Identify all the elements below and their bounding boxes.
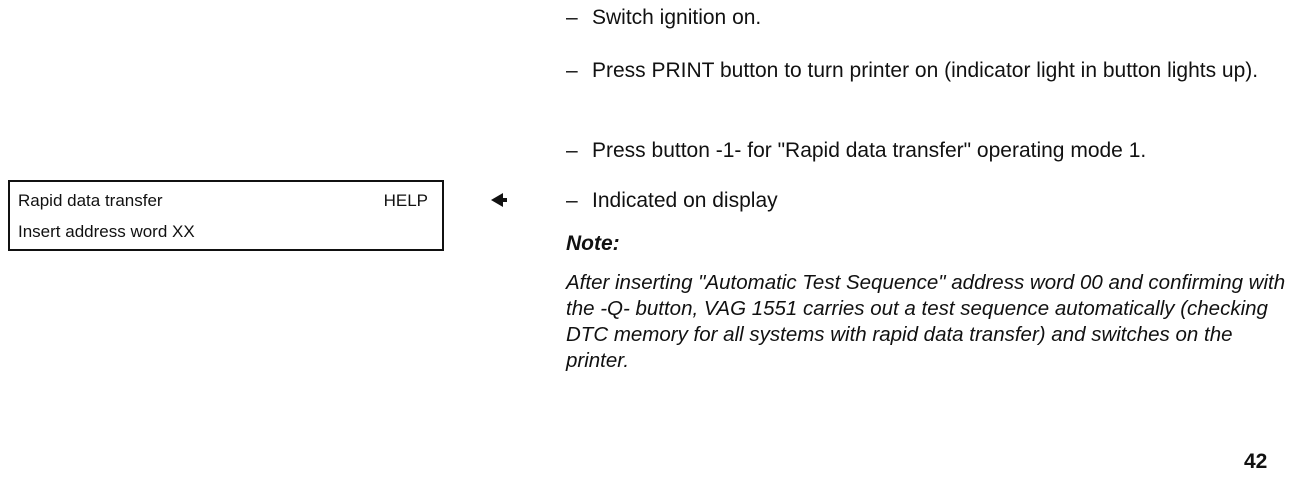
- step-text: Press button -1- for "Rapid data transfe…: [592, 139, 1147, 162]
- note-title: Note:: [566, 232, 620, 255]
- step-text: Press PRINT button to turn printer on (i…: [592, 59, 1259, 82]
- display-line-1: Rapid data transfer HELP: [18, 191, 428, 211]
- step-dash: –: [566, 139, 578, 162]
- note-body: After inserting "Automatic Test Sequence…: [566, 271, 1286, 372]
- display-help-text: HELP: [383, 191, 428, 210]
- display-line-2: Insert address word XX: [18, 222, 195, 241]
- step-dash: –: [566, 6, 578, 29]
- display-screen: Rapid data transfer HELP Insert address …: [8, 180, 444, 251]
- display-mode-text: Rapid data transfer: [18, 191, 163, 210]
- step-dash: –: [566, 189, 578, 212]
- step-dash: –: [566, 59, 578, 82]
- step-item: – Press button -1- for "Rapid data trans…: [566, 137, 1296, 164]
- step-item: – Press PRINT button to turn printer on …: [566, 57, 1296, 84]
- step-item: – Switch ignition on.: [566, 4, 1296, 31]
- step-text: Indicated on display: [592, 189, 778, 212]
- step-item: – Indicated on display: [566, 187, 1296, 214]
- page-number: 42: [1244, 450, 1268, 473]
- step-text: Switch ignition on.: [592, 6, 762, 29]
